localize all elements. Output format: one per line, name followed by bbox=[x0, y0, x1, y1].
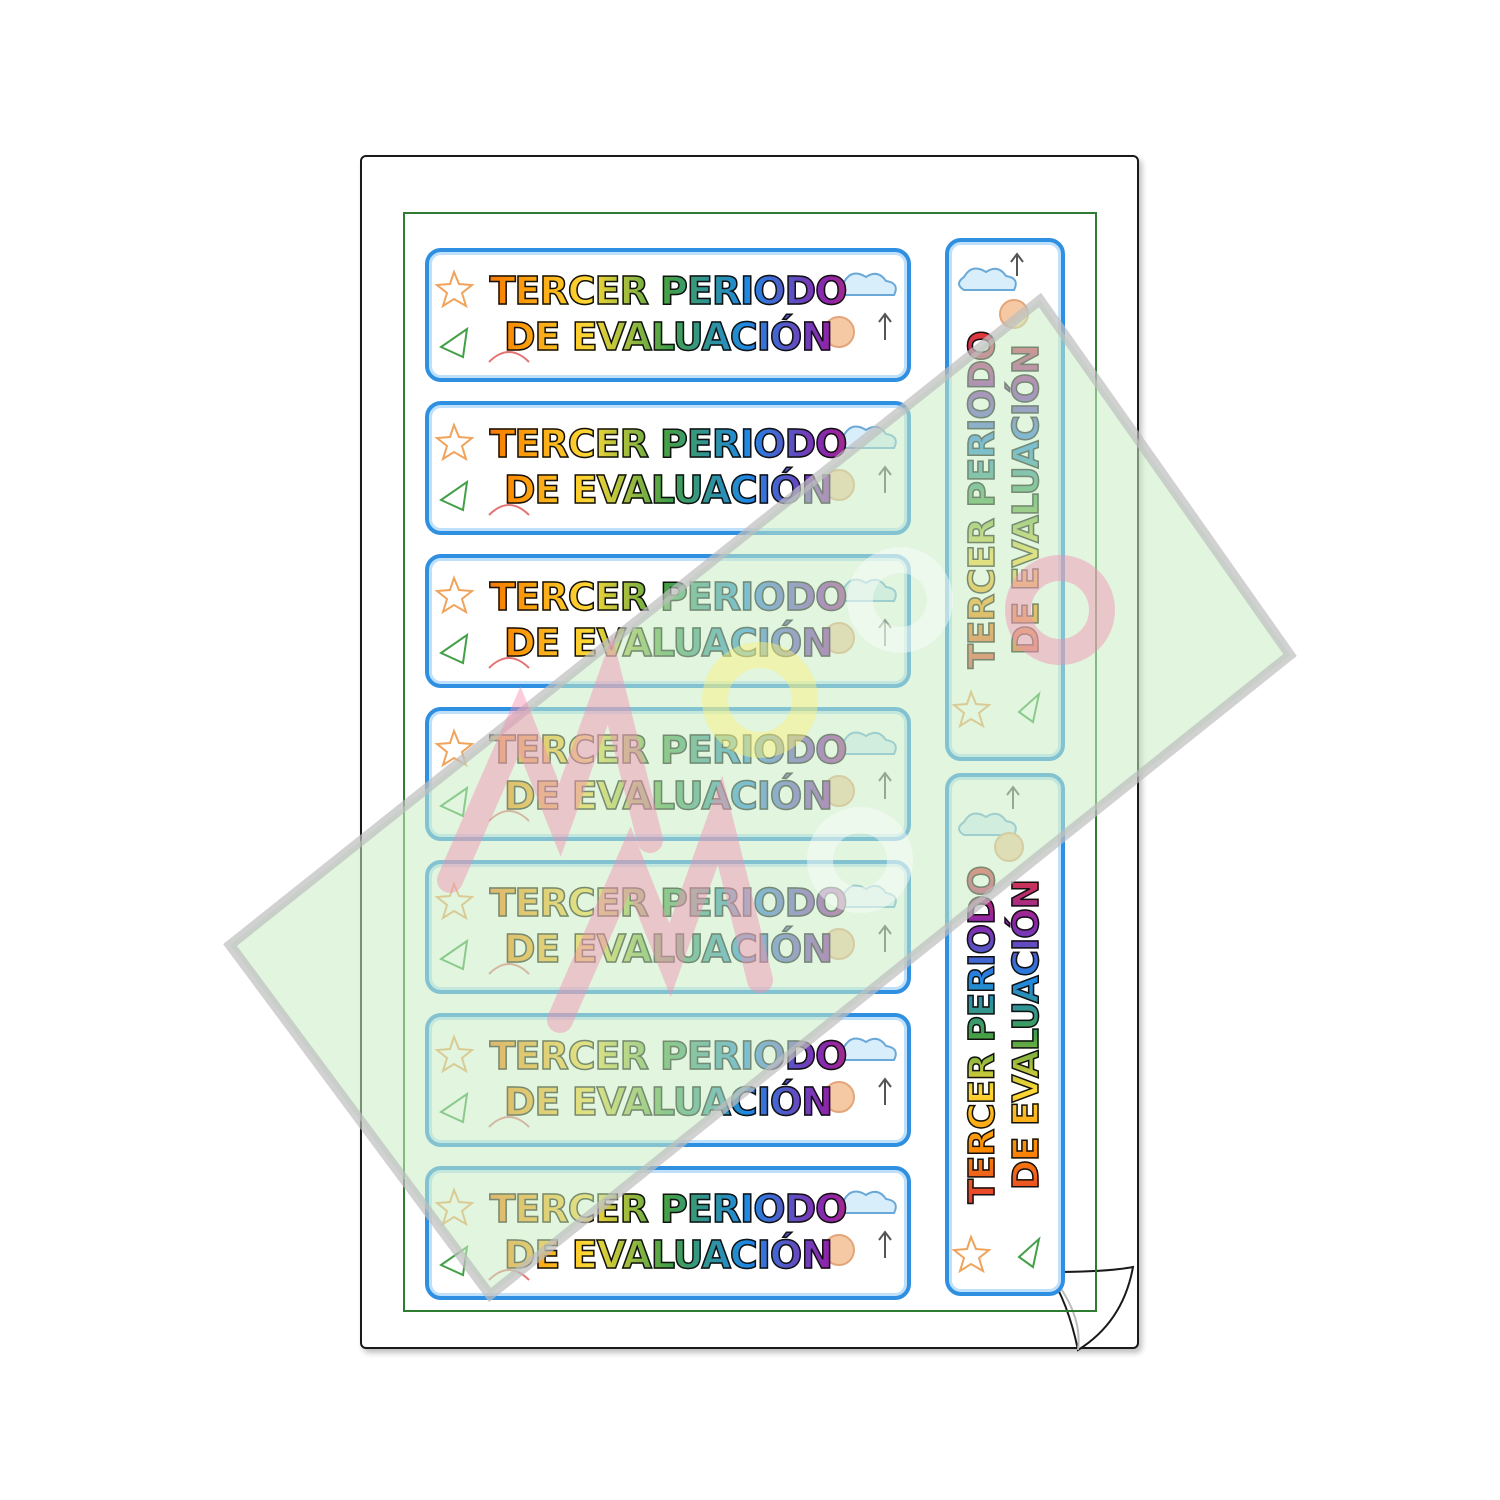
label-text: TERCER PERIODO DE EVALUACIÓN bbox=[961, 865, 1048, 1204]
stick-figure-icon bbox=[1010, 252, 1024, 276]
star-icon bbox=[951, 1234, 992, 1274]
star-icon bbox=[951, 689, 992, 729]
basketball-icon bbox=[999, 299, 1029, 329]
vertical-label: TERCER PERIODO DE EVALUACIÓN bbox=[945, 238, 1065, 761]
label-text: TERCER PERIODO DE EVALUACIÓN bbox=[961, 330, 1048, 669]
paper-plane-icon bbox=[1017, 691, 1041, 724]
cloud-icon bbox=[838, 272, 897, 296]
cloud-icon bbox=[958, 267, 1017, 291]
stick-figure-icon bbox=[1006, 785, 1020, 809]
paper-plane-icon bbox=[1017, 1236, 1041, 1269]
cloud-icon bbox=[958, 812, 1017, 836]
basketball-icon bbox=[994, 832, 1024, 862]
vertical-label: TERCER PERIODO DE EVALUACIÓN bbox=[945, 773, 1065, 1296]
